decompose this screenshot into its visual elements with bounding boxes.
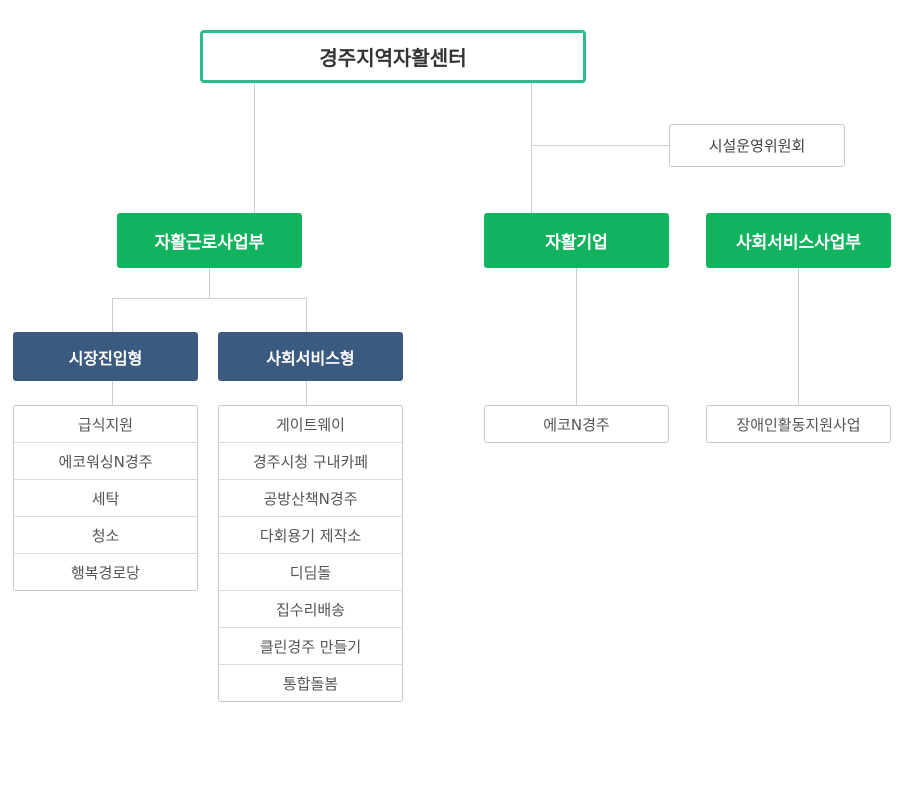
department-label: 사회서비스사업부 bbox=[735, 233, 862, 253]
connector-social-service-list bbox=[306, 381, 307, 405]
list-item: 에코워싱N경주 bbox=[14, 442, 197, 479]
subtype-market-entry: 시장진입형 bbox=[13, 332, 198, 381]
connector-enterprise-down bbox=[576, 268, 577, 405]
subtype-label: 사회서비스형 bbox=[266, 348, 355, 368]
list-item: 클린경주 만들기 bbox=[219, 627, 402, 664]
connector-subtype-horizontal bbox=[112, 298, 307, 299]
list-item: 급식지원 bbox=[77, 415, 134, 434]
department-label: 자활기업 bbox=[545, 233, 608, 253]
list-item: 다회용기 제작소 bbox=[219, 516, 402, 553]
connector-root-to-enterprise bbox=[531, 83, 532, 213]
social-service-list: 게이트웨이 경주시청 구내카페 공방산책N경주 다회용기 제작소 디딤돌 집수리… bbox=[218, 405, 403, 702]
connector-to-social-service-type bbox=[306, 298, 307, 332]
department-enterprise: 자활기업 bbox=[484, 213, 669, 268]
connector-market-entry-list bbox=[112, 381, 113, 405]
list-item: 청소 bbox=[14, 516, 197, 553]
root-node: 경주지역자활센터 bbox=[200, 30, 586, 83]
connector-social-dept-down bbox=[798, 268, 799, 405]
department-label: 자활근로사업부 bbox=[154, 233, 265, 253]
list-item: 에코N경주 bbox=[543, 415, 610, 434]
list-item: 집수리배송 bbox=[219, 590, 402, 627]
committee-label: 시설운영위원회 bbox=[708, 137, 806, 155]
social-dept-item: 장애인활동지원사업 bbox=[706, 405, 891, 443]
list-item: 세탁 bbox=[14, 479, 197, 516]
connector-to-market-entry bbox=[112, 298, 113, 332]
list-item: 통합돌봄 bbox=[219, 664, 402, 701]
list-item: 디딤돌 bbox=[219, 553, 402, 590]
department-social-service: 사회서비스사업부 bbox=[706, 213, 891, 268]
subtype-social-service: 사회서비스형 bbox=[218, 332, 403, 381]
list-item: 게이트웨이 bbox=[275, 415, 345, 434]
list-item: 경주시청 구내카페 bbox=[219, 442, 402, 479]
list-item: 행복경로당 bbox=[14, 553, 197, 590]
connector-self-work-down bbox=[209, 268, 210, 298]
connector-root-to-self-work bbox=[254, 83, 255, 213]
subtype-label: 시장진입형 bbox=[68, 348, 143, 368]
connector-to-committee bbox=[531, 145, 669, 146]
department-self-work: 자활근로사업부 bbox=[117, 213, 302, 268]
market-entry-list: 급식지원 에코워싱N경주 세탁 청소 행복경로당 bbox=[13, 405, 198, 591]
enterprise-item: 에코N경주 bbox=[484, 405, 669, 443]
list-item: 공방산책N경주 bbox=[219, 479, 402, 516]
committee-node: 시설운영위원회 bbox=[669, 124, 845, 167]
list-item: 장애인활동지원사업 bbox=[736, 415, 861, 434]
root-label: 경주지역자활센터 bbox=[319, 46, 467, 70]
